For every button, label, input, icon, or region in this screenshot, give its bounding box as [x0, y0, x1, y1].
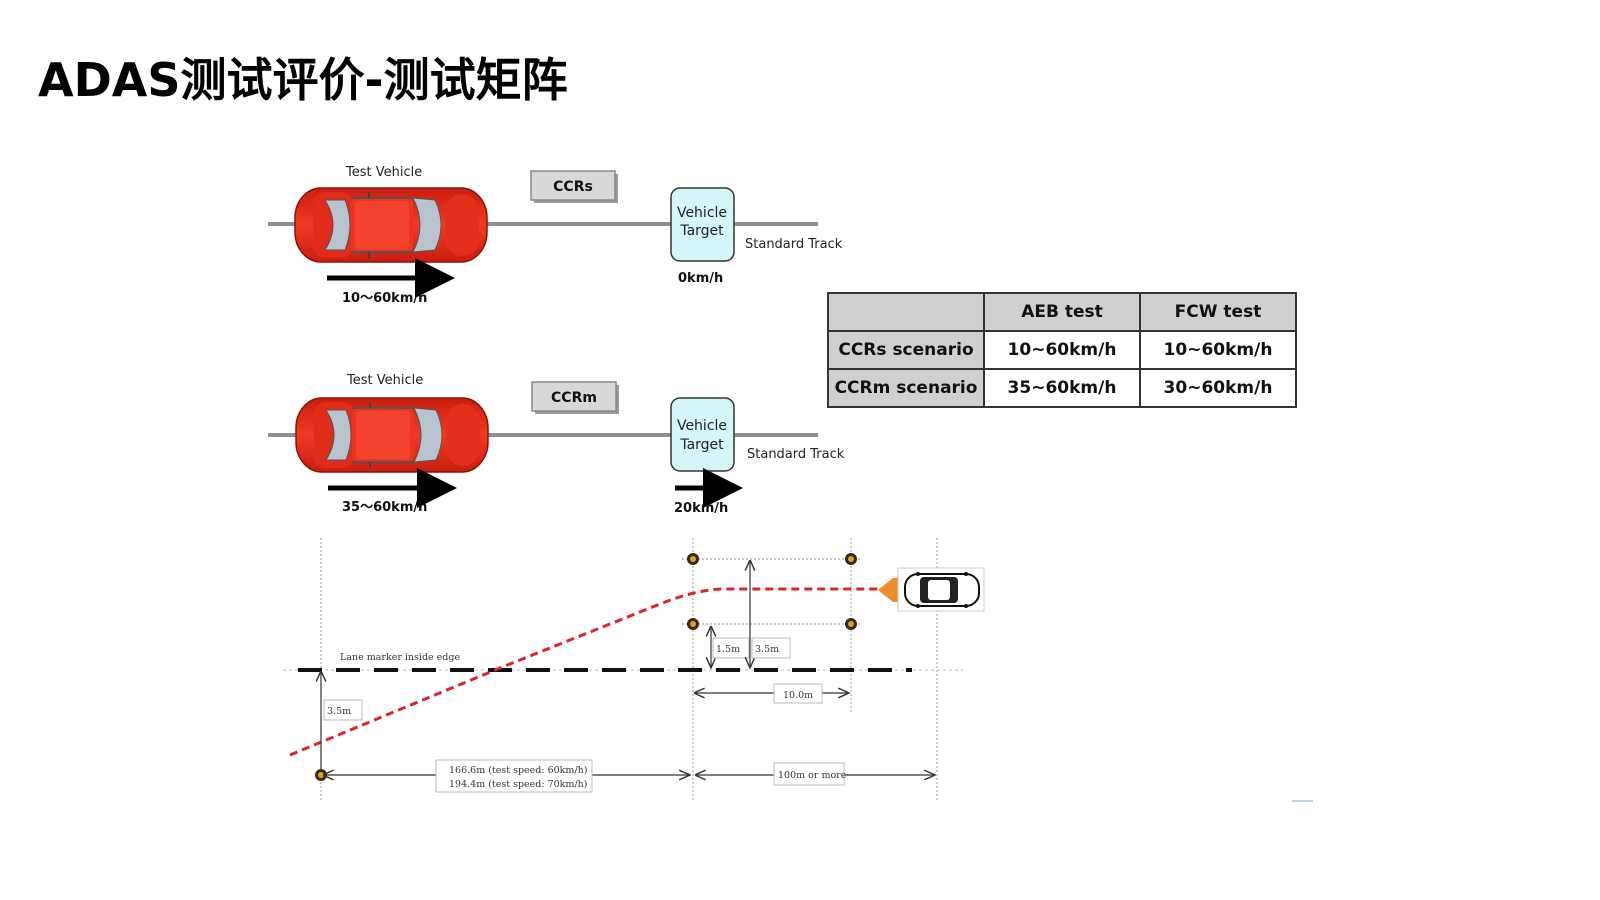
ccrm-test-vehicle — [295, 397, 489, 473]
ccrs-vehicle-target — [670, 187, 735, 262]
ccrs-target-speed: 0km/h — [678, 271, 723, 286]
cone-icon — [845, 553, 857, 565]
lane-change-diagram: Lane marker inside edge 3.5m — [283, 538, 1313, 802]
table-header-fcw: FCW test — [1139, 292, 1297, 332]
cone-icon — [687, 618, 699, 630]
table-cell-fcw: 10~60km/h — [1139, 330, 1297, 370]
dim-more-box — [773, 762, 845, 786]
ccrm-target-label-2: Target — [679, 437, 724, 453]
table-cell-aeb: 10~60km/h — [983, 330, 1141, 370]
table-header-row: AEB test FCW test — [827, 292, 1297, 332]
table-row: CCRm scenario 35~60km/h 30~60km/h — [827, 368, 1297, 408]
ccrs-target-label-2: Target — [679, 223, 724, 239]
table-cell-fcw: 30~60km/h — [1139, 368, 1297, 408]
ccrs-vehicle-speed: 10～60km/h — [342, 291, 427, 306]
ccrm-tag — [531, 381, 617, 412]
table-row: CCRs scenario 10~60km/h 10~60km/h — [827, 330, 1297, 370]
ccrm-vehicle-label: Test Vehicle — [346, 373, 423, 388]
dim-10-box — [773, 683, 823, 704]
ccrs-tag — [530, 170, 616, 201]
lane-marker-label: Lane marker inside edge — [340, 652, 460, 663]
table-header-aeb: AEB test — [983, 292, 1141, 332]
ccrs-target-label-1: Vehicle — [677, 205, 727, 221]
cone-icon — [845, 618, 857, 630]
dim-approach-box — [435, 759, 593, 793]
vehicle-path — [289, 587, 895, 757]
ccrs-scenario: Test Vehicle 10～60km/h CCRs Vehicle Targ… — [268, 165, 843, 306]
ccrm-vehicle-target — [670, 397, 735, 472]
ccrm-target-speed: 20km/h — [674, 501, 728, 516]
dim-10: 10.0m — [783, 690, 813, 701]
ccrm-tag-label: CCRm — [551, 390, 597, 406]
table-header-corner — [827, 292, 985, 332]
ccrm-target-label-1: Vehicle — [677, 418, 727, 434]
ccrs-test-vehicle — [294, 187, 488, 263]
ccrs-tag-label: CCRs — [553, 179, 593, 195]
ccrm-track-label: Standard Track — [747, 447, 845, 462]
dim-1-5: 1.5m — [716, 644, 740, 655]
dim-approach-line1: 166.6m (test speed: 60km/h) — [449, 765, 587, 776]
dim-3-5: 3.5m — [755, 644, 779, 655]
table-cell-aeb: 35~60km/h — [983, 368, 1141, 408]
cone-icon — [687, 553, 699, 565]
table-row-scenario: CCRm scenario — [827, 368, 985, 408]
table-row-scenario: CCRs scenario — [827, 330, 985, 370]
dim-3-5-box — [751, 637, 791, 659]
ccrs-vehicle-label: Test Vehicle — [345, 165, 422, 180]
dim-lane-width-box — [323, 699, 363, 721]
orange-arrow-icon — [878, 578, 902, 602]
ccrm-scenario: Test Vehicle 35～60km/h CCRm Vehicle Targ… — [268, 373, 845, 516]
page-title: ADAS测试评价-测试矩阵 — [38, 53, 568, 107]
dim-lane-width: 3.5m — [327, 706, 351, 717]
approaching-car-icon — [897, 567, 985, 612]
test-matrix-table: AEB test FCW test CCRs scenario 10~60km/… — [827, 292, 1297, 408]
ccrm-vehicle-speed: 35～60km/h — [342, 500, 427, 515]
dim-approach-line2: 194.4m (test speed: 70km/h) — [449, 779, 587, 790]
ccrs-track-label: Standard Track — [745, 237, 843, 252]
dim-more: 100m or more — [778, 770, 847, 781]
